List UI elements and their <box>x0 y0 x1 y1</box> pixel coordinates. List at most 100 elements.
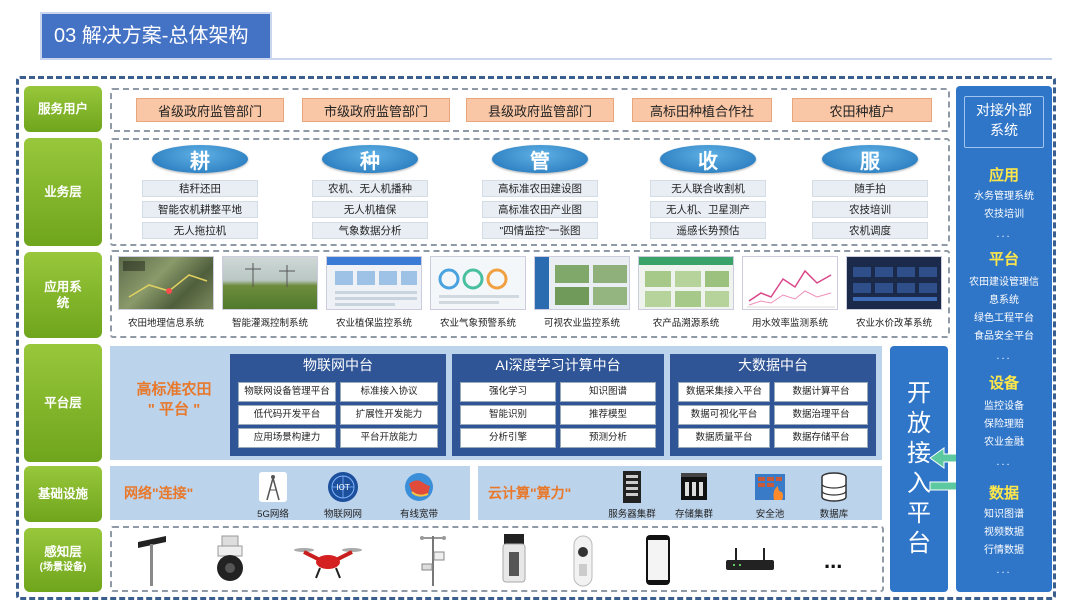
ext-heading-platform: 平台 <box>988 251 1019 268</box>
app-traceability-thumbnail[interactable] <box>638 256 734 310</box>
iot-cell: 标准接入协议 <box>340 382 438 402</box>
storage-cluster-icon <box>680 472 708 502</box>
external-systems-panel <box>956 86 1052 592</box>
ext-item: 绿色工程平台 <box>974 313 1034 324</box>
ext-item: 农业金融 <box>984 437 1024 448</box>
user-cooperative: 高标田种植合作社 <box>632 98 772 122</box>
biz-service-title: 服 <box>822 145 918 173</box>
app-gis-thumbnail[interactable] <box>118 256 214 310</box>
biz-item: 农机、无人机播种 <box>312 180 428 197</box>
platform-name-line2: " 平台 " <box>147 401 201 418</box>
biz-item: 无人机、卫星测产 <box>650 201 766 218</box>
ext-dots: ... <box>996 456 1012 468</box>
biz-item: 农技培训 <box>812 201 928 218</box>
bigdata-cell: 数据计算平台 <box>774 382 868 402</box>
service-users-row <box>110 88 950 132</box>
app-caption: 农业气象预警系统 <box>439 317 516 329</box>
app-visual-monitor-thumbnail[interactable] <box>534 256 630 310</box>
biz-item: 随手拍 <box>812 180 928 197</box>
iot-cell: 低代码开发平台 <box>238 405 336 425</box>
layer-label-service-users: 服务用户 <box>24 86 102 132</box>
layer-label-perception-sub: (场景设备) <box>39 562 87 573</box>
5g-tower-icon <box>256 470 290 504</box>
business-row <box>110 138 950 246</box>
layer-label-application-line2: 统 <box>56 296 70 310</box>
app-weather-thumbnail[interactable] <box>430 256 526 310</box>
bigdata-cell: 数据存储平台 <box>774 428 868 448</box>
external-systems-title-box <box>964 96 1044 148</box>
ai-cell: 推荐模型 <box>560 405 656 425</box>
user-provincial: 省级政府监管部门 <box>136 98 284 122</box>
solar-sensor-pole-icon <box>134 532 170 588</box>
layer-label-platform: 平台层 <box>24 344 102 462</box>
ai-cell: 智能识别 <box>460 405 556 425</box>
weather-station-icon <box>416 530 450 588</box>
security-pool-icon <box>754 472 786 502</box>
bigdata-cell: 数据治理平台 <box>774 405 868 425</box>
external-systems-title: 对接外部系统 <box>976 102 1032 138</box>
cloud-title: 云计算"算力" <box>488 485 572 501</box>
layer-label-application: 应用系 统 <box>24 252 102 338</box>
perception-more: ... <box>824 548 843 573</box>
biz-item: 高标准农田产业图 <box>482 201 598 218</box>
server-cluster-icon <box>622 470 642 504</box>
perception-row <box>110 526 884 592</box>
app-plant-protection-thumbnail[interactable] <box>326 256 422 310</box>
ext-item: 水务管理系统 <box>974 191 1034 202</box>
layer-label-perception: 感知层 (场景设备) <box>24 528 102 592</box>
app-water-efficiency-thumbnail[interactable] <box>742 256 838 310</box>
open-access-label: 开放接入平台 <box>907 380 931 557</box>
user-municipal: 市级政府监管部门 <box>302 98 450 122</box>
ai-cell: 知识图谱 <box>560 382 656 402</box>
smartphone-icon <box>644 534 672 586</box>
ext-item: 行情数据 <box>984 545 1024 556</box>
iot-globe-icon: IOT <box>326 470 360 504</box>
app-caption: 可视农业监控系统 <box>543 317 620 329</box>
network-caption: 5G网络 <box>257 509 289 520</box>
soil-sensor-icon <box>500 532 528 588</box>
network-caption: 物联网网 <box>323 509 362 520</box>
ext-item: 知识图谱 <box>984 509 1024 520</box>
ext-heading-data: 数据 <box>988 485 1019 502</box>
dome-camera-icon <box>212 534 248 584</box>
iot-cell: 扩展性开发能力 <box>340 405 438 425</box>
open-access-platform: 开放接入平台 <box>890 346 948 592</box>
iot-badge-text: IOT <box>336 483 350 492</box>
app-caption: 农业植保监控系统 <box>335 317 412 329</box>
biz-manage-title: 管 <box>492 145 588 173</box>
bigdata-cell: 数据质量平台 <box>678 428 770 448</box>
gateway-router-icon <box>724 548 776 572</box>
ext-item: 息系统 <box>989 295 1019 306</box>
ext-item: 视频数据 <box>984 527 1024 538</box>
biz-item: 秸秆还田 <box>142 180 258 197</box>
iot-center-title: 物联网中台 <box>230 354 446 376</box>
app-caption: 农产品溯源系统 <box>652 317 720 329</box>
iot-cell: 应用场景构建力 <box>238 428 336 448</box>
platform-name-line1: 高标准农田 <box>136 381 212 398</box>
cloud-caption: 数据库 <box>819 509 849 520</box>
user-county: 县级政府监管部门 <box>466 98 614 122</box>
ai-center-title: AI深度学习计算中台 <box>452 354 664 376</box>
app-caption: 农田地理信息系统 <box>127 317 204 329</box>
header-underline <box>272 58 1052 60</box>
biz-item: 无人拖拉机 <box>142 222 258 239</box>
app-irrigation-thumbnail[interactable] <box>222 256 318 310</box>
broadband-globe-icon <box>402 470 436 504</box>
app-water-price-thumbnail[interactable] <box>846 256 942 310</box>
biz-plant-title: 种 <box>322 145 418 173</box>
ext-heading-application: 应用 <box>988 167 1019 184</box>
cloud-caption: 存储集群 <box>674 509 713 520</box>
biz-plough-title: 耕 <box>152 145 248 173</box>
ai-cell: 分析引擎 <box>460 428 556 448</box>
drone-icon <box>292 540 364 580</box>
biz-item: "四情监控"一张图 <box>482 222 598 239</box>
platform-name: 高标准农田 " 平台 " <box>124 380 224 420</box>
biz-item: 高标准农田建设图 <box>482 180 598 197</box>
app-caption: 农业水价改革系统 <box>855 317 932 329</box>
biz-item: 无人机植保 <box>312 201 428 218</box>
iot-cell: 物联网设备管理平台 <box>238 382 336 402</box>
ext-dots: ... <box>996 228 1012 240</box>
iot-cell: 平台开放能力 <box>340 428 438 448</box>
biz-item: 无人联合收割机 <box>650 180 766 197</box>
biz-item: 气象数据分析 <box>312 222 428 239</box>
